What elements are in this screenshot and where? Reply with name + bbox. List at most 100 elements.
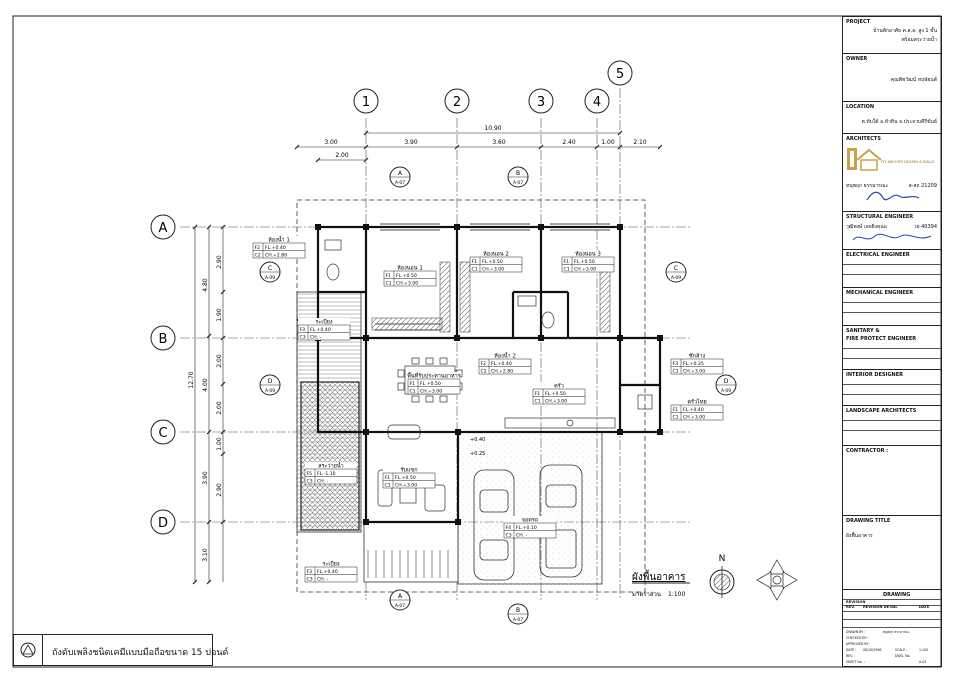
ceiling-code: C1 — [535, 399, 541, 405]
contractor-section: CONTRACTOR : — [843, 445, 941, 515]
section-letter: A — [398, 593, 403, 600]
owner-label: OWNER — [846, 56, 868, 62]
ceiling-height: CH. - — [310, 335, 322, 341]
section-marker-d-right: D A-09 — [715, 374, 737, 396]
floor-level: FL.+0.50 — [395, 475, 416, 481]
plan-title: ผังพื้นอาคาร — [632, 569, 686, 583]
carport — [457, 431, 603, 585]
grid-number: 3 — [537, 95, 545, 110]
architects-label: ARCHITECTS — [846, 136, 881, 142]
room-name: ห้องนอน 2 — [483, 251, 509, 258]
rev-label: REV. : — [846, 654, 856, 658]
section-sheet: A-09 — [265, 388, 275, 394]
section-sheet: A-07 — [513, 617, 523, 623]
grid-bubbles-numbers: 1 2 3 4 5 — [353, 60, 633, 114]
grid-letter: A — [159, 221, 168, 236]
wardrobe-1 — [439, 261, 451, 333]
finish-code: F5 — [307, 471, 313, 477]
level-tag: +0.40 — [470, 437, 485, 443]
ceiling-height: CH.+3.00 — [683, 415, 705, 421]
floor-level: FL.+0.40 — [491, 361, 512, 367]
finish-code: F3 — [307, 569, 313, 575]
ceiling-height: CH.+3.00 — [420, 389, 442, 395]
location-value: ต.ทับใต้ อ.หัวหิน จ.ประจวบคีรีขันธ์ — [861, 119, 937, 125]
dim-top-seg: 1.00 — [601, 139, 615, 146]
finish-code: F1 — [386, 273, 392, 279]
structural-signature — [852, 233, 932, 241]
floor-level: FL.+0.10 — [516, 525, 537, 531]
ceiling-height: CH.+2.80 — [265, 253, 287, 259]
finish-code: F1 — [385, 475, 391, 481]
ceiling-code: C2 — [481, 369, 487, 375]
grid-bubble-d — [150, 509, 176, 535]
ceiling-code: C1 — [564, 267, 570, 273]
floor-level: FL.+0.50 — [574, 259, 595, 265]
project-value-2: พร้อมสระว่ายน้ำ — [901, 37, 937, 43]
finish-code: F4 — [506, 525, 512, 531]
grid-bubble-1 — [353, 88, 379, 114]
section-sheet: A-07 — [395, 603, 405, 609]
dim-left-inner: 2.00 — [216, 354, 223, 368]
room-name: รับแขก — [400, 467, 417, 474]
ceiling-height: CH. - — [317, 479, 329, 485]
electrical-label: ELECTRICAL ENGINEER — [846, 252, 910, 258]
project-value-1: บ้านพักอาศัย ค.ส.ล. สูง 1 ชั้น — [873, 28, 937, 34]
front-terrace — [363, 521, 459, 583]
ceiling-height: CH.+3.00 — [482, 267, 504, 273]
grid-bubble-5 — [607, 60, 633, 86]
dimensions-top — [294, 130, 663, 163]
sheet-no-label: SHEET No. : — [846, 660, 865, 664]
interior-label: INTERIOR DESIGNER — [846, 372, 904, 378]
grid-bubble-a — [150, 214, 176, 240]
dim-left-outer: 4.80 — [202, 278, 209, 292]
ceiling-code: C2 — [255, 253, 261, 259]
grid-number: 4 — [593, 95, 601, 110]
dim-top-small: 2.00 — [335, 152, 349, 159]
legend-box: ถังดับเพลิงชนิดเคมีแบบมือถือขนาด 15 ปอนด… — [13, 634, 228, 666]
drawing-label: DRAWING — [883, 592, 911, 598]
drawing-title-section: DRAWING TITLE ผังพื้นอาคาร — [843, 515, 941, 589]
grid-bubble-2 — [444, 88, 470, 114]
revision-detail-col: REVISION DETAIL — [863, 605, 898, 609]
section-sheet: A-07 — [395, 180, 405, 186]
floor-level: FL.+0.40 — [317, 569, 338, 575]
structural-label: STRUCTURAL ENGINEER — [846, 214, 914, 220]
ceiling-code: C1 — [386, 281, 392, 287]
dim-top-seg: 2.40 — [562, 139, 576, 146]
section-sheet: A-09 — [671, 275, 681, 281]
section-letter: D — [724, 378, 729, 385]
room-name: ระเบียง — [322, 561, 340, 568]
ceiling-code: C1 — [472, 267, 478, 273]
room-name: พื้นที่รับประทานอาหาร — [407, 372, 460, 380]
section-letter: B — [516, 607, 520, 614]
level-tag: +0.25 — [470, 451, 485, 457]
finish-code: F1 — [673, 407, 679, 413]
dim-left-total: 12.70 — [188, 371, 195, 388]
dim-top-seg: 3.00 — [324, 139, 338, 146]
date-value: 08/10/2566 — [863, 648, 882, 652]
dim-left-inner: 2.00 — [216, 401, 223, 415]
floor-level: FL.+0.50 — [420, 381, 441, 387]
title-block: PROJECT บ้านพักอาศัย ค.ส.ล. สูง 1 ชั้น พ… — [842, 16, 942, 667]
section-sheet: A-09 — [721, 388, 731, 394]
sanitary-section: SANITARY & FIRE PROTECT ENGINEER — [843, 325, 941, 369]
section-letter: C — [268, 265, 272, 272]
finish-code: F1 — [564, 259, 570, 265]
floor-level: FL.-1.10 — [317, 471, 336, 477]
dim-top-total: 10.90 — [484, 125, 501, 132]
floor-level: FL.+0.35 — [683, 361, 704, 367]
dim-left-inner: 1.00 — [216, 437, 223, 451]
drawing-title-label: DRAWING TITLE — [846, 518, 891, 524]
dim-left-outer: 3.90 — [202, 471, 209, 485]
contractor-label: CONTRACTOR : — [846, 448, 889, 454]
room-name: ครัวไทย — [687, 399, 706, 406]
ceiling-height: CH.+3.00 — [574, 267, 596, 273]
architects-section: ARCHITECTS ITY ARCHITE DESIGN & BUILD ทน… — [843, 133, 941, 211]
